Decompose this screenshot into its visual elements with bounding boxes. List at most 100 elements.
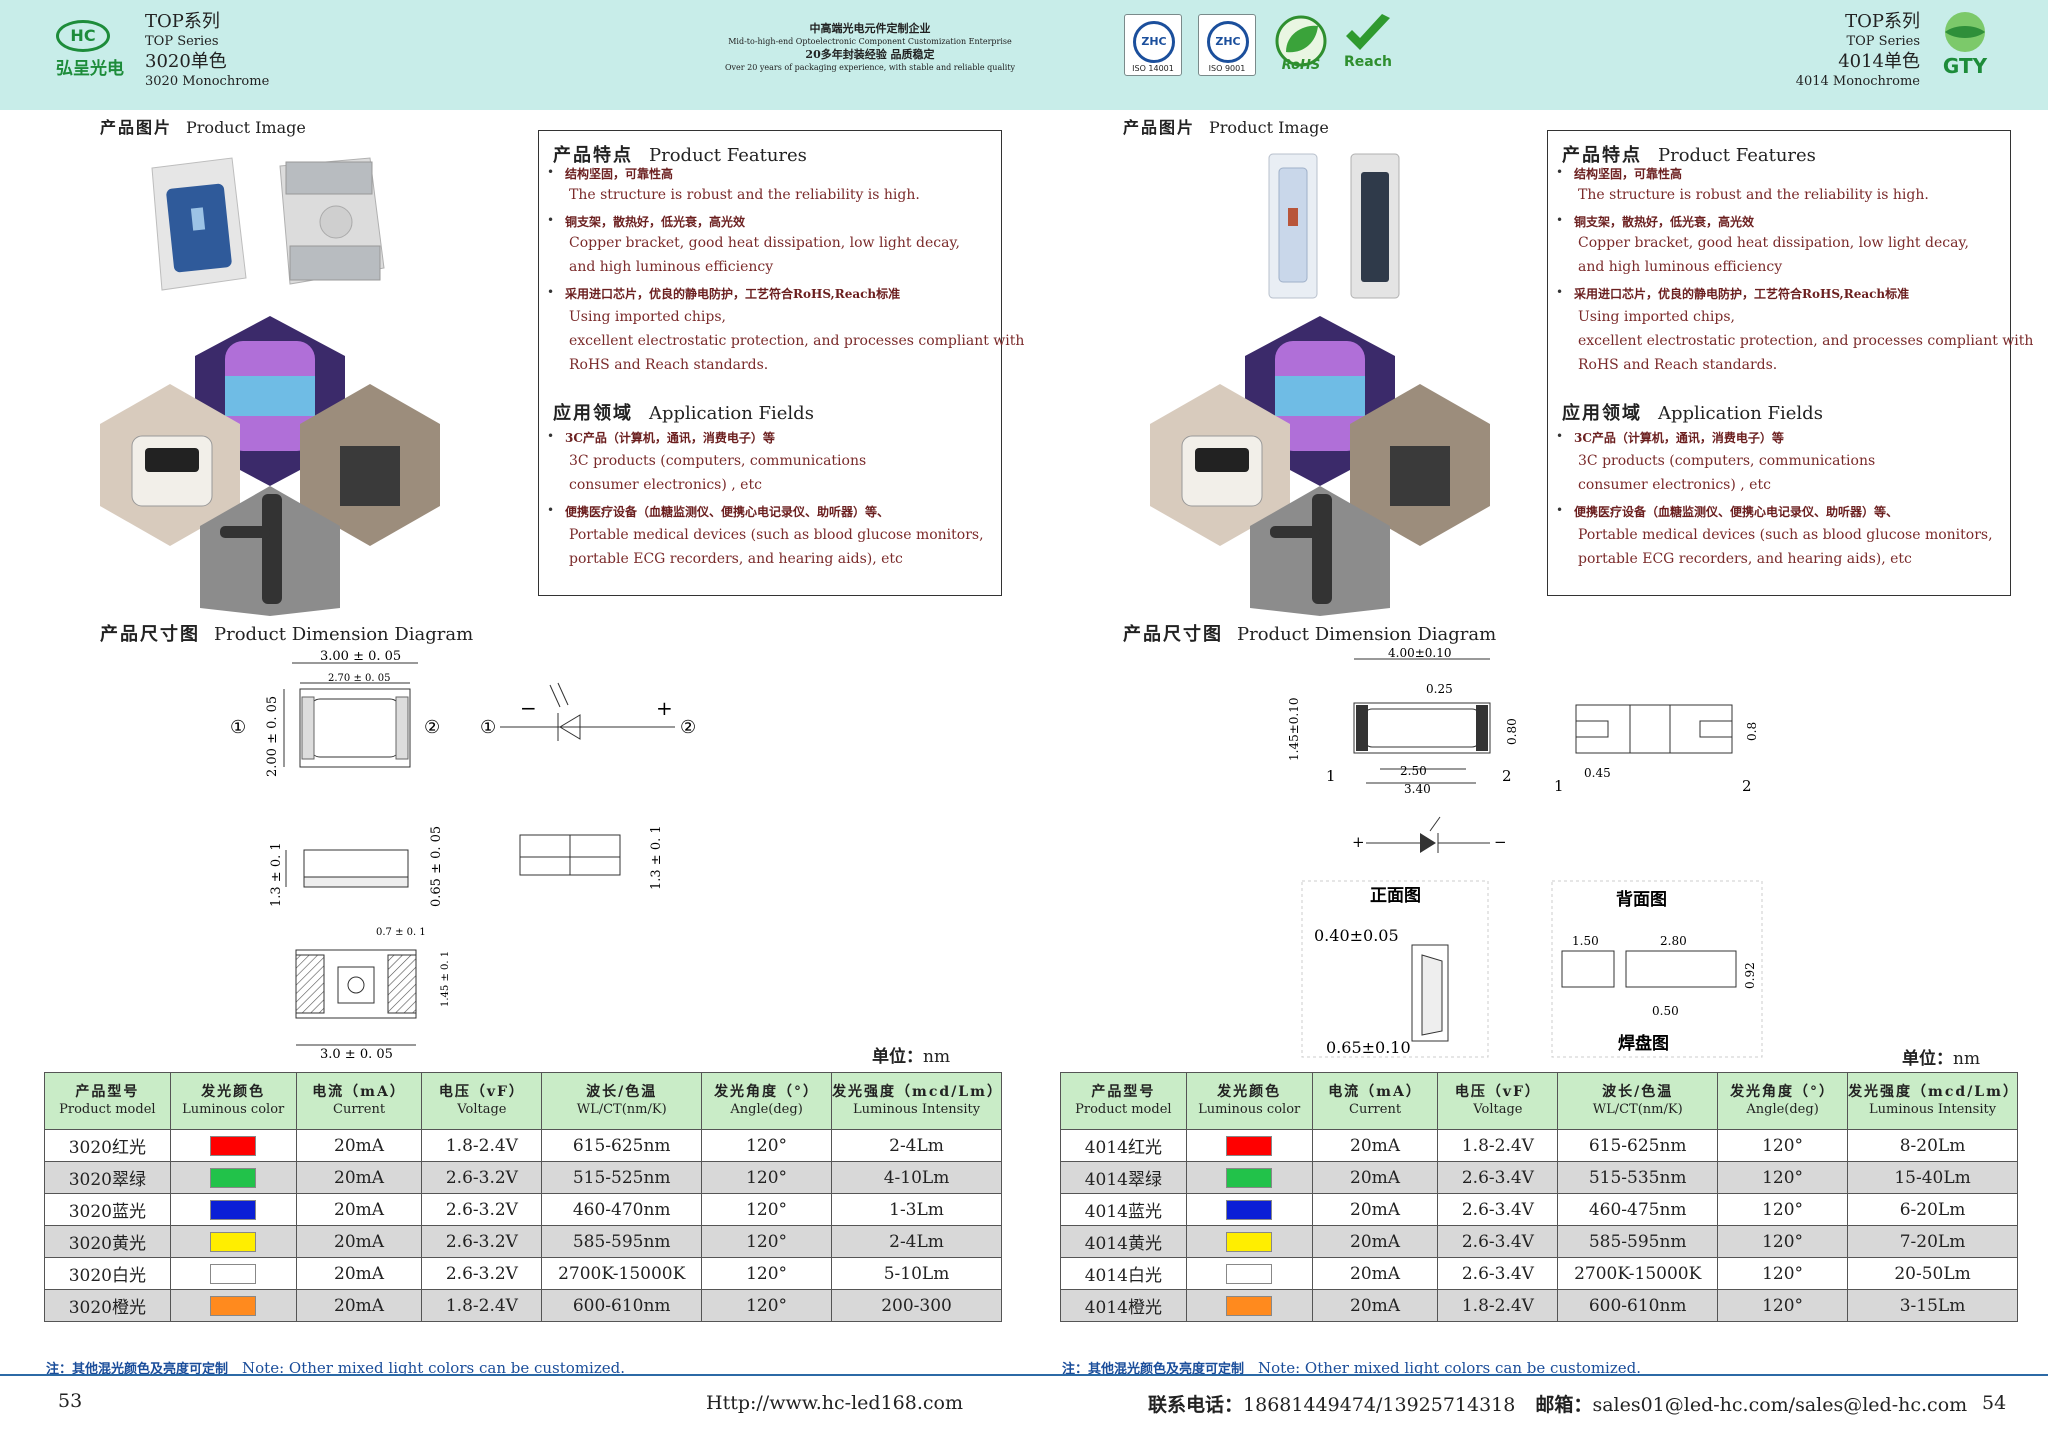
pad-view-label: 焊盘图 [1618, 1033, 1669, 1054]
left-model-cn: 3020单色 [145, 51, 227, 72]
bullet-icon: • [547, 429, 555, 443]
dim-side2-h-3020: 1.3 ± 0. 1 [649, 825, 664, 890]
application-2-en-2: portable ECG recorders, and hearing aids… [569, 551, 903, 567]
cell-model: 4014白光 [1060, 1257, 1187, 1290]
page-header [0, 0, 2048, 110]
th-voltage-cn: 电压（vF） [438, 1084, 525, 1100]
diode-symbol-3020: ① ② − + [480, 682, 696, 741]
website-link[interactable]: Http://www.hc-led168.com [706, 1392, 963, 1414]
cell-model: 4014红光 [1060, 1129, 1187, 1162]
color-swatch-cell [1185, 1129, 1313, 1162]
th-intensity-en: Luminous Intensity [853, 1102, 981, 1117]
cert-label-1: ISO 14001 [1132, 64, 1174, 73]
right-dimension-title-en: Product Dimension Diagram [1237, 624, 1497, 645]
dim-080-4014: 0.80 [1505, 718, 1519, 745]
gty-logo-text: GTY [1942, 54, 1988, 78]
cell-intensity: 4-10Lm [831, 1161, 1002, 1194]
color-swatch-cell [1185, 1289, 1313, 1322]
tagline-cn-1: 中高端光电元件定制企业 [809, 22, 931, 35]
feature-2-en-1: Copper bracket, good heat dissipation, l… [1578, 235, 1969, 251]
th-voltage-en: Voltage [457, 1102, 507, 1117]
color-swatch-cell [1185, 1193, 1313, 1226]
dim-pad-h-3020: 1.45 ± 0. 1 [440, 951, 451, 1007]
pin2-label-4014: 2 [1502, 767, 1512, 785]
th-color-cn: 发光颜色 [201, 1084, 266, 1100]
dim-045-4014: 0.45 [1584, 766, 1611, 780]
side-view-3020: 1.3 ± 0. 1 0.65 ± 0. 05 [269, 826, 444, 907]
cert-mark-2: ZHC [1207, 21, 1249, 63]
left-dimension-title-cn: 产品尺寸图 [100, 624, 200, 645]
color-swatch-cell [1185, 1161, 1313, 1194]
gty-logo: GTY [1930, 10, 2000, 78]
cell-model: 4014橙光 [1060, 1289, 1187, 1322]
back-view-label: 背面图 [1616, 889, 1667, 910]
diode-plus: + [656, 696, 673, 720]
right-product-image-cn: 产品图片 [1123, 118, 1196, 137]
contact-email-label: 邮箱： [1535, 1394, 1593, 1416]
feature-2-en-2: and high luminous efficiency [569, 259, 774, 275]
cell-wl: 585-595nm [541, 1225, 703, 1258]
th-current-cn: 电流（mA） [1328, 1084, 1422, 1100]
application-1-en-1: 3C products (computers, communications [569, 453, 867, 469]
contact-emails[interactable]: sales01@led-hc.com/sales@led-hc.com [1592, 1394, 1968, 1416]
pin2b-label-4014: 2 [1742, 777, 1752, 795]
feature-3-cn: 采用进口芯片，优良的静电防护，工艺符合RoHS,Reach标准 [565, 287, 901, 301]
left-unit-cn: 单位： [872, 1047, 923, 1067]
led-4014-photos [1268, 153, 1400, 299]
th-intensity: 发光强度（mcd/Lm） Luminous Intensity [831, 1072, 1003, 1130]
right-unit-label: 单位：nm [1902, 1044, 1980, 1069]
dim-h-4014: 1.45±0.10 [1287, 698, 1301, 762]
th-angle-en: Angle(deg) [1746, 1102, 1819, 1117]
side-view2-3020: 1.3 ± 0. 1 [519, 825, 664, 890]
tagline-en-1: Mid-to-high-end Optoelectronic Component… [728, 37, 1012, 46]
th-wavelength-en: WL/CT(nm/K) [1592, 1102, 1683, 1117]
tagline-cn-2: 20多年封装经验 品质稳定 [805, 48, 935, 61]
cell-voltage: 2.6-3.2V [421, 1225, 543, 1258]
dim-side-t-3020: 0.65 ± 0. 05 [429, 826, 444, 907]
cell-current: 20mA [1311, 1193, 1439, 1226]
footer-rule [0, 1374, 2048, 1376]
application-1-en-2: consumer electronics) , etc [1578, 477, 1771, 493]
bullet-icon: • [1556, 429, 1564, 443]
cell-model: 3020黄光 [44, 1225, 171, 1258]
th-angle-en: Angle(deg) [730, 1102, 803, 1117]
color-swatch-cell [169, 1161, 297, 1194]
cell-angle: 120° [1717, 1161, 1849, 1194]
th-color-cn: 发光颜色 [1217, 1084, 1282, 1100]
dim-150-4014: 1.50 [1572, 934, 1599, 948]
bullet-icon: • [1556, 285, 1564, 299]
cell-current: 20mA [1311, 1161, 1439, 1194]
cell-voltage: 2.6-3.2V [421, 1161, 543, 1194]
th-current-en: Current [1349, 1102, 1402, 1117]
th-intensity-en: Luminous Intensity [1869, 1102, 1997, 1117]
th-current: 电流（mA）Current [295, 1072, 423, 1130]
pin1-label-4014: 1 [1326, 767, 1336, 785]
cell-voltage: 1.8-2.4V [421, 1289, 543, 1322]
application-1-en-2: consumer electronics) , etc [569, 477, 762, 493]
cell-angle: 120° [1717, 1129, 1849, 1162]
cell-intensity: 15-40Lm [1847, 1161, 2018, 1194]
th-intensity-cn: 发光强度（mcd/Lm） [832, 1084, 1003, 1100]
th-model-en: Product model [59, 1102, 156, 1117]
company-tagline: 中高端光电元件定制企业 Mid-to-high-end Optoelectron… [700, 22, 1040, 74]
diode-plus-4014: + [1352, 833, 1365, 851]
cell-wl: 615-625nm [1557, 1129, 1719, 1162]
left-model-en: 3020 Monochrome [145, 74, 270, 89]
reach-check-icon: Reach [1336, 12, 1400, 74]
cell-voltage: 2.6-3.4V [1437, 1257, 1559, 1290]
